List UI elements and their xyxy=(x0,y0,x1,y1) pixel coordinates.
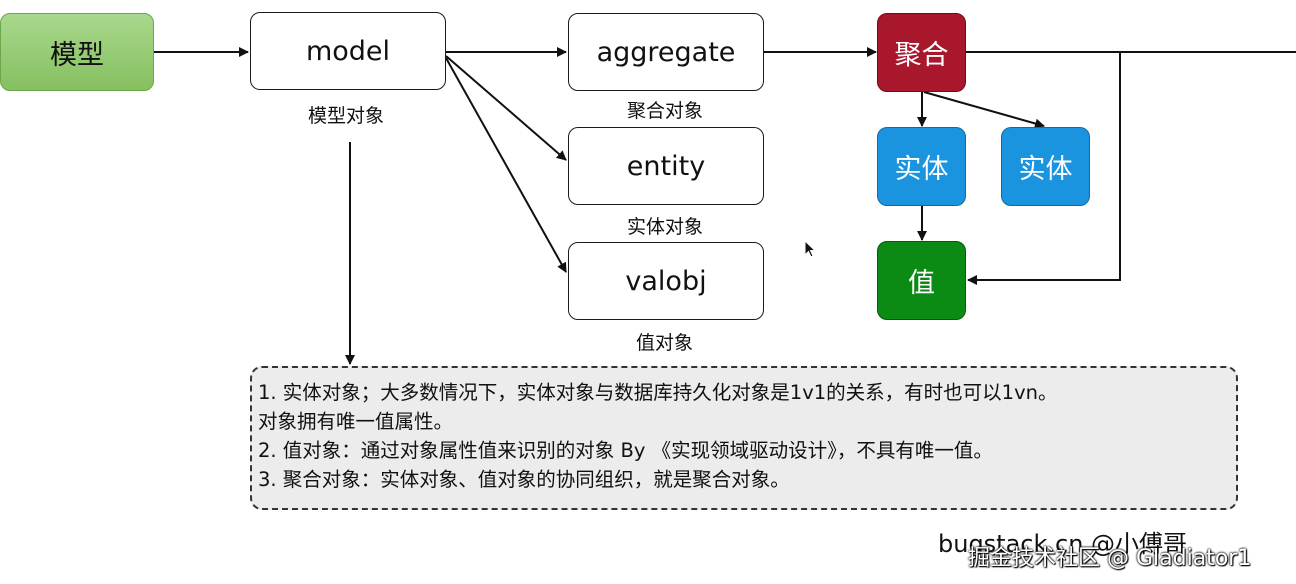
aggregate-caption: 聚合对象 xyxy=(627,100,704,122)
value-cn-node[interactable]: 值 xyxy=(877,241,966,320)
valobj-caption: 值对象 xyxy=(636,332,694,354)
value-cn-label: 值 xyxy=(908,268,935,299)
note-line-1: 1. 实体对象；大多数情况下，实体对象与数据库持久化对象是1v1的关系，有时也可… xyxy=(258,381,1058,404)
aggregate-cn-label: 聚合 xyxy=(894,40,949,71)
aggregate-node[interactable]: aggregate xyxy=(568,13,764,91)
valobj-node[interactable]: valobj xyxy=(568,242,764,320)
model-caption: 模型对象 xyxy=(308,105,385,127)
note-box: 1. 实体对象；大多数情况下，实体对象与数据库持久化对象是1v1的关系，有时也可… xyxy=(250,366,1238,510)
entity-cn-node-2[interactable]: 实体 xyxy=(1001,127,1090,206)
note-line-4: 3. 聚合对象：实体对象、值对象的协同组织，就是聚合对象。 xyxy=(258,468,790,491)
entity-caption: 实体对象 xyxy=(627,216,704,238)
note-line-3: 2. 值对象：通过对象属性值来识别的对象 By 《实现领域驱动设计》，不具有唯一… xyxy=(258,439,993,462)
model-node[interactable]: model xyxy=(250,12,446,90)
edge-aggregate-cn-to-entity-2 xyxy=(923,91,1045,129)
edge-model-to-valobj xyxy=(445,57,567,273)
aggregate-cn-node[interactable]: 聚合 xyxy=(877,13,966,92)
model-source-label: 模型 xyxy=(50,39,104,71)
model-source-node[interactable]: 模型 xyxy=(0,13,154,91)
edge-model-to-entity xyxy=(445,55,567,161)
valobj-label: valobj xyxy=(625,265,707,297)
site-watermark: 掘金技术社区 @ Gladiator1 xyxy=(968,546,1252,571)
entity-node[interactable]: entity xyxy=(568,127,764,205)
model-label: model xyxy=(305,35,391,67)
author-watermark: bugstack.cn @小傅哥 xyxy=(938,530,1188,558)
entity-cn-node-1[interactable]: 实体 xyxy=(877,127,966,206)
entity-label: entity xyxy=(626,150,706,182)
edge-aggregate-cn-to-value xyxy=(967,52,1121,285)
entity-cn-label-2: 实体 xyxy=(1018,154,1073,185)
aggregate-label: aggregate xyxy=(596,36,736,68)
note-line-2: 对象拥有唯一值属性。 xyxy=(258,410,454,433)
mouse-cursor-icon xyxy=(804,240,817,258)
entity-cn-label-1: 实体 xyxy=(894,154,949,185)
